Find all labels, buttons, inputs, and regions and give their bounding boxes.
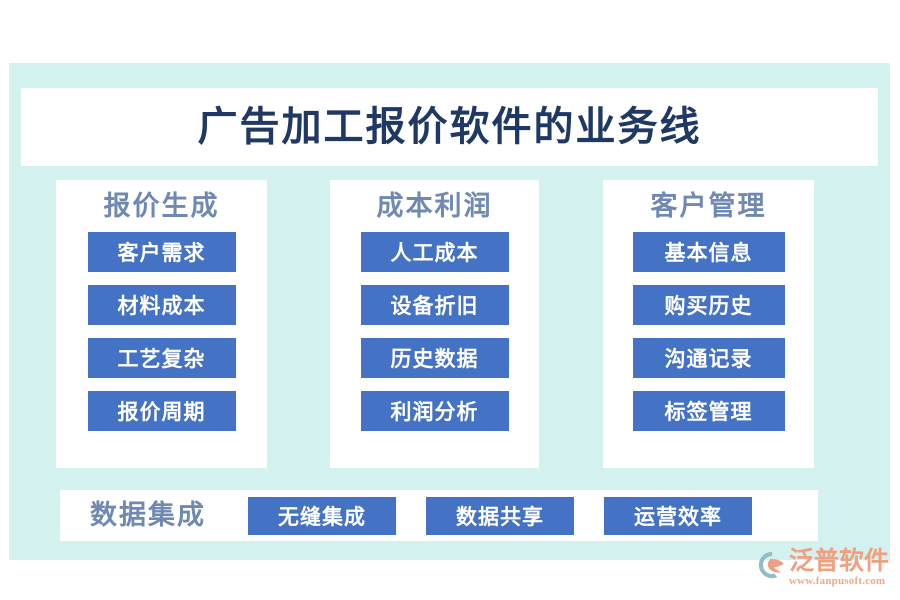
- chip-item[interactable]: 设备折旧: [360, 285, 509, 325]
- column-heading: 客户管理: [650, 191, 767, 221]
- chip-item[interactable]: 购买历史: [632, 285, 785, 325]
- chip-item[interactable]: 运营效率: [604, 496, 752, 535]
- chip-item[interactable]: 人工成本: [360, 232, 509, 272]
- column-card-cost-profit: 成本利润 人工成本 设备折旧 历史数据 利润分析: [330, 180, 539, 468]
- bottom-bar-data-integration: 数据集成 无缝集成 数据共享 运营效率: [60, 490, 818, 541]
- title-card: 广告加工报价软件的业务线: [21, 88, 878, 166]
- logo-text-block: 泛普软件 www.fanpusoft.com: [789, 548, 890, 588]
- bottom-bar-heading: 数据集成: [90, 500, 206, 530]
- logo-company-name: 泛普软件: [789, 548, 890, 575]
- chip-item[interactable]: 沟通记录: [632, 338, 785, 378]
- column-heading: 报价生成: [103, 191, 220, 221]
- chip-item[interactable]: 数据共享: [426, 496, 574, 535]
- chip-item[interactable]: 客户需求: [87, 232, 236, 272]
- brand-logo[interactable]: 泛普软件 www.fanpusoft.com: [757, 548, 893, 591]
- column-card-quotation: 报价生成 客户需求 材料成本 工艺复杂 报价周期: [56, 180, 267, 468]
- chip-item[interactable]: 标签管理: [632, 391, 785, 431]
- fanpu-logo-icon: [758, 551, 784, 579]
- chip-item[interactable]: 基本信息: [632, 232, 785, 272]
- chip-item[interactable]: 材料成本: [87, 285, 236, 325]
- chip-item[interactable]: 历史数据: [360, 338, 509, 378]
- chip-item[interactable]: 报价周期: [87, 391, 236, 431]
- chip-item[interactable]: 无缝集成: [248, 496, 396, 535]
- chip-item[interactable]: 工艺复杂: [87, 338, 236, 378]
- logo-website-url: www.fanpusoft.com: [789, 575, 886, 588]
- page-title: 广告加工报价软件的业务线: [197, 104, 702, 149]
- column-heading: 成本利润: [376, 191, 493, 221]
- chip-item[interactable]: 利润分析: [360, 391, 509, 431]
- column-card-customer-management: 客户管理 基本信息 购买历史 沟通记录 标签管理: [603, 180, 814, 468]
